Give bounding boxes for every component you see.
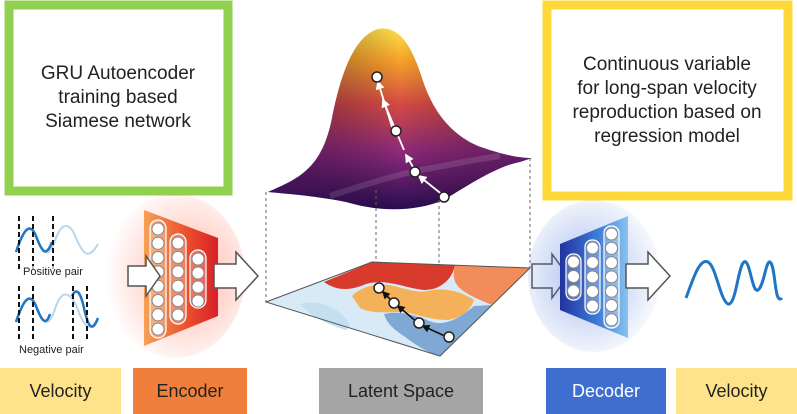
velocity-output-label: Velocity xyxy=(705,380,768,401)
neuron-node xyxy=(151,294,165,307)
right-box-line-1: Continuous variable xyxy=(583,54,751,75)
neuron-node xyxy=(567,255,580,269)
neuron-node xyxy=(586,285,599,298)
neuron-node xyxy=(171,279,185,293)
encoder-tag-bg xyxy=(133,368,247,414)
neuron-node xyxy=(605,284,618,298)
neuron-node xyxy=(151,236,165,250)
neuron-node xyxy=(171,265,185,279)
neuron-node xyxy=(605,270,618,284)
neuron-node xyxy=(605,299,618,312)
left-box-line-3: Siamese network xyxy=(45,111,191,132)
right-box-text: Continuous variable for long-span veloci… xyxy=(552,16,782,186)
plane-trajectory xyxy=(373,282,455,343)
input-arrow xyxy=(127,253,161,299)
surface-trajectory xyxy=(371,71,450,203)
decoder-nodes xyxy=(567,227,618,327)
neuron-node xyxy=(586,241,599,255)
latent-space-label: Latent Space xyxy=(347,380,455,401)
neuron-node xyxy=(605,256,618,270)
decoder-tag-bg xyxy=(546,368,666,414)
right-box-line-2: for long-span velocity xyxy=(577,78,757,99)
neuron-node xyxy=(191,252,205,266)
neuron-node xyxy=(567,270,580,283)
neuron-node xyxy=(151,222,165,236)
encoder-label: Encoder xyxy=(156,380,224,401)
positive-pair-label: Positive pair xyxy=(22,266,84,278)
left-box-line-2: training based xyxy=(58,87,178,108)
velocity-input-tag-bg xyxy=(0,368,121,414)
left-green-frame xyxy=(4,0,233,196)
neuron-node xyxy=(191,266,205,280)
neuron-node xyxy=(151,308,165,322)
right-box-line-3: reproduction based on xyxy=(572,102,762,123)
neuron-node xyxy=(171,308,185,322)
neuron-node xyxy=(586,270,599,284)
neuron-node xyxy=(191,280,205,294)
neuron-node xyxy=(586,256,599,269)
neuron-node xyxy=(605,313,618,327)
latent-plane xyxy=(264,261,532,357)
neuron-node xyxy=(605,241,618,255)
neuron-node xyxy=(567,284,580,298)
output-velocity-wave xyxy=(684,260,784,306)
decoder-label: Decoder xyxy=(571,380,641,401)
velocity-output-tag-bg xyxy=(676,368,797,414)
neuron-node xyxy=(151,322,165,336)
output-arrow xyxy=(625,250,672,302)
neuron-node xyxy=(191,294,205,308)
neuron-node xyxy=(171,250,185,264)
right-box-line-4: regression model xyxy=(594,126,740,147)
negative-pair-label: Negative pair xyxy=(18,344,85,356)
neuron-node xyxy=(151,251,165,265)
positive-pair-waves xyxy=(14,216,99,270)
left-box-line-1: GRU Autoencoder xyxy=(40,63,196,84)
latent-surface xyxy=(268,28,532,210)
encoder-output-arrow xyxy=(213,250,260,302)
neuron-node xyxy=(605,227,618,241)
velocity-input-label: Velocity xyxy=(29,380,92,401)
encoder-nodes xyxy=(151,222,205,336)
neuron-node xyxy=(171,294,185,308)
latent-tag-bg xyxy=(319,368,483,414)
neuron-node xyxy=(586,299,599,313)
neuron-node xyxy=(171,236,185,250)
left-box-text: GRU Autoencoder training based Siamese n… xyxy=(14,16,222,180)
right-yellow-frame xyxy=(542,0,793,201)
negative-pair-waves xyxy=(14,286,100,340)
